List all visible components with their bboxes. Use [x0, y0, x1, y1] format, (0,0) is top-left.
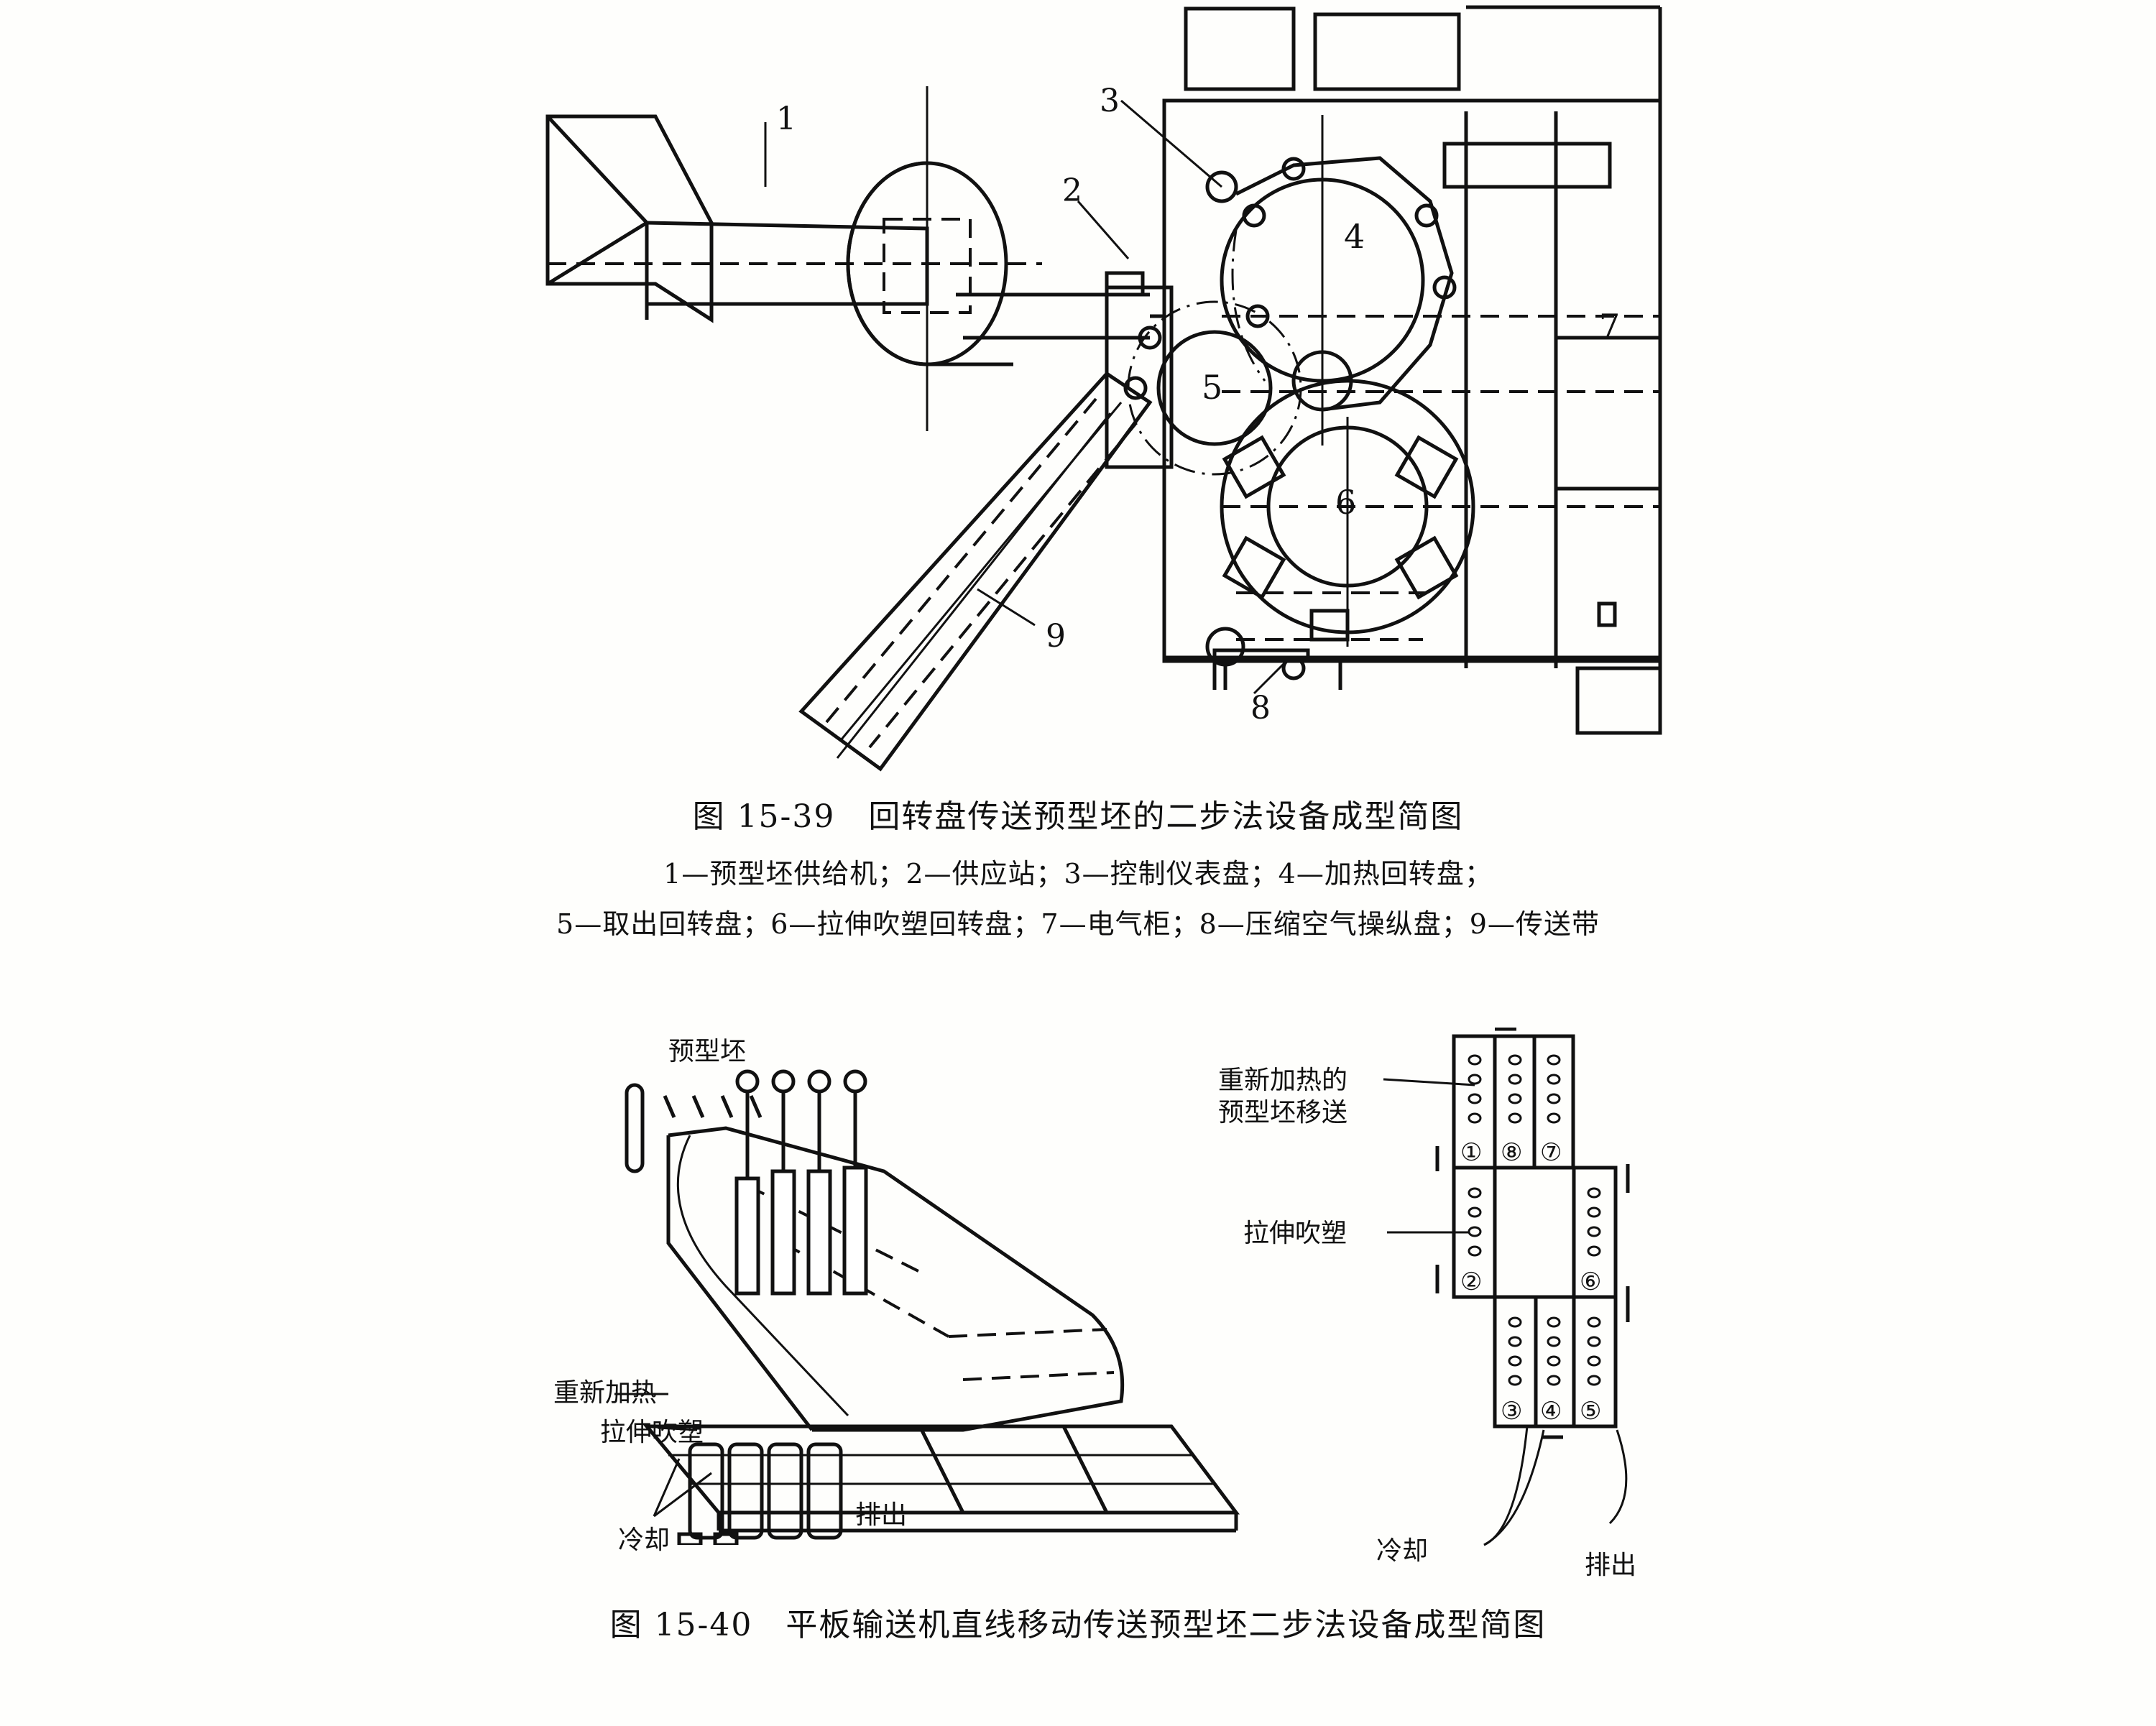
label-stretch-blow: 拉伸吹塑 — [600, 1418, 704, 1447]
preform-hole — [1587, 1355, 1601, 1367]
station-3: ③ — [1501, 1397, 1522, 1426]
preform-arrows — [663, 1095, 763, 1118]
preform-feeder — [545, 86, 1150, 431]
figure-15-40-output-bottles: 冷却 排出 — [618, 1442, 907, 1555]
preform-hole — [1587, 1336, 1601, 1347]
station-2: ② — [1460, 1268, 1482, 1296]
preform-hole — [1468, 1112, 1482, 1124]
preform-hole — [1547, 1093, 1561, 1104]
preform-hole — [1468, 1093, 1482, 1104]
callout-8: 8 — [1250, 690, 1271, 726]
take-out-turntable — [1105, 271, 1353, 476]
preform-hole — [1587, 1226, 1601, 1237]
preform-hole — [1547, 1316, 1561, 1328]
callout-2: 2 — [1062, 172, 1082, 209]
callout-3: 3 — [1100, 83, 1120, 119]
callout-9: 9 — [1046, 618, 1066, 655]
preform-hole — [1547, 1355, 1561, 1367]
preform-hole — [1547, 1112, 1561, 1124]
label-cooling: 冷却 — [618, 1526, 670, 1555]
label-discharge-right: 排出 — [1585, 1551, 1636, 1580]
preform-hole — [1547, 1375, 1561, 1386]
compressed-air-panel — [1164, 648, 1660, 690]
preform-hole — [1508, 1054, 1522, 1066]
heating-turntable — [1205, 115, 1457, 446]
preform-hole — [1587, 1187, 1601, 1199]
station-4: ④ — [1540, 1397, 1562, 1426]
conveyor-belt — [798, 371, 1153, 772]
preform-hole — [1508, 1112, 1522, 1124]
preform-hole — [1508, 1355, 1522, 1367]
label-discharge: 排出 — [855, 1500, 907, 1530]
stretch-rods — [734, 1069, 868, 1296]
preform-hole — [1547, 1074, 1561, 1085]
machine-frame — [1150, 5, 1662, 735]
preform-hole — [1468, 1226, 1482, 1237]
preform-hole — [1508, 1074, 1522, 1085]
figure-15-40-title: 图 15-40 平板输送机直线移动传送预型坯二步法设备成型简图 — [609, 1607, 1547, 1643]
figure-15-39-title: 图 15-39 回转盘传送预型坯的二步法设备成型简图 — [692, 798, 1464, 835]
preform-hole — [1587, 1316, 1601, 1328]
preform-hole — [1587, 1245, 1601, 1257]
label-reheat: 重新加热 — [553, 1378, 657, 1408]
station-8: ⑧ — [1501, 1138, 1522, 1167]
preform-hole — [1508, 1316, 1522, 1328]
preform-hole — [1508, 1093, 1522, 1104]
label-reheated-transfer-1: 重新加热的 — [1218, 1066, 1348, 1095]
station-1: ① — [1460, 1138, 1482, 1167]
figure-15-39-legend-line-2: 5—取出回转盘；6—拉伸吹塑回转盘；7—电气柜；8—压缩空气操纵盘；9—传送带 — [556, 908, 1600, 940]
callout-5: 5 — [1202, 368, 1222, 407]
preform-hole — [1468, 1245, 1482, 1257]
preform-hole — [1587, 1375, 1601, 1386]
callout-1: 1 — [776, 101, 796, 137]
callout-6: 6 — [1335, 483, 1356, 522]
station-7: ⑦ — [1540, 1138, 1562, 1167]
preform-icon — [625, 1083, 645, 1173]
preform-hole — [1468, 1206, 1482, 1218]
preform-hole — [1508, 1336, 1522, 1347]
label-stretch-blow-right: 拉伸吹塑 — [1243, 1219, 1347, 1248]
callout-4: 4 — [1344, 217, 1365, 256]
figure-15-39-legend-line-1: 1—预型坯供给机；2—供应站；3—控制仪表盘；4—加热回转盘； — [663, 858, 1493, 890]
figure-15-40-flatbed-diagram: 预型坯 重新加热 拉伸吹塑 — [553, 1037, 1240, 1545]
flat-conveyor — [642, 1424, 1240, 1533]
station-6: ⑥ — [1580, 1268, 1601, 1296]
preform-hole — [1468, 1054, 1482, 1066]
preform-holes — [1468, 1054, 1601, 1386]
preform-hole — [1508, 1375, 1522, 1386]
preform-hole — [1547, 1054, 1561, 1066]
preform-hole — [1587, 1206, 1601, 1218]
stretch-blow-turntable — [1205, 379, 1475, 680]
label-cooling-right: 冷却 — [1376, 1536, 1428, 1566]
station-5: ⑤ — [1580, 1397, 1601, 1426]
figure-15-40-station-layout: ① ⑧ ⑦ ② ⑥ ③ ④ ⑤ 重新加热的 预型坯移送 拉伸吹塑 冷却 排出 — [1218, 1028, 1636, 1580]
label-preform: 预型坯 — [668, 1037, 746, 1066]
preform-hole — [1468, 1187, 1482, 1199]
preform-hole — [1547, 1336, 1561, 1347]
callout-7: 7 — [1599, 307, 1620, 346]
preform-hole — [1468, 1074, 1482, 1085]
figure-15-39-diagram: 1 2 3 4 5 6 7 8 9 — [545, 5, 1662, 772]
label-reheated-transfer-2: 预型坯移送 — [1218, 1098, 1348, 1127]
